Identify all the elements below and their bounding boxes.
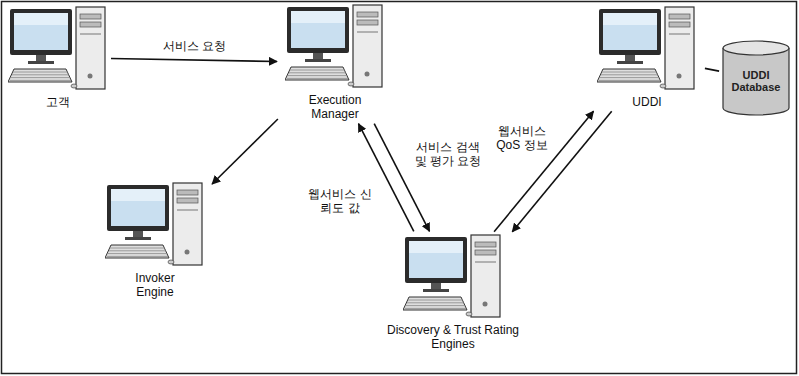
- node-label: Discovery & Trust Rating Engines: [378, 323, 528, 351]
- edge-label: 서비스 검색 및 평가 요청: [409, 139, 487, 169]
- edge-label: 웹서비스 QoS 정보: [490, 123, 554, 153]
- database-node: UDDI Database: [722, 40, 790, 116]
- connector-arrow: [212, 119, 278, 184]
- computer-icon: [105, 182, 205, 268]
- node-label: UDDI: [632, 95, 661, 109]
- edge-label: 서비스 요청: [161, 38, 228, 54]
- node-label: UDDI Database: [725, 69, 787, 93]
- computer-icon: [285, 4, 385, 90]
- edge-label: 웹서비스 신뢰도 값: [305, 186, 375, 216]
- connector-arrow: [705, 68, 719, 71]
- computer-node: 고객: [8, 6, 108, 109]
- computer-icon: [8, 6, 108, 92]
- computer-node: Execution Manager: [280, 4, 390, 121]
- computer-node: UDDI: [592, 6, 702, 109]
- connector-arrow: [111, 59, 277, 62]
- node-label: 고객: [46, 95, 70, 109]
- computer-icon: [597, 6, 697, 92]
- computer-node: Invoker Engine: [100, 182, 210, 299]
- computer-node: Discovery & Trust Rating Engines: [376, 234, 530, 351]
- computer-icon: [403, 234, 503, 320]
- node-label: Execution Manager: [295, 93, 375, 121]
- node-label: Invoker Engine: [120, 271, 190, 299]
